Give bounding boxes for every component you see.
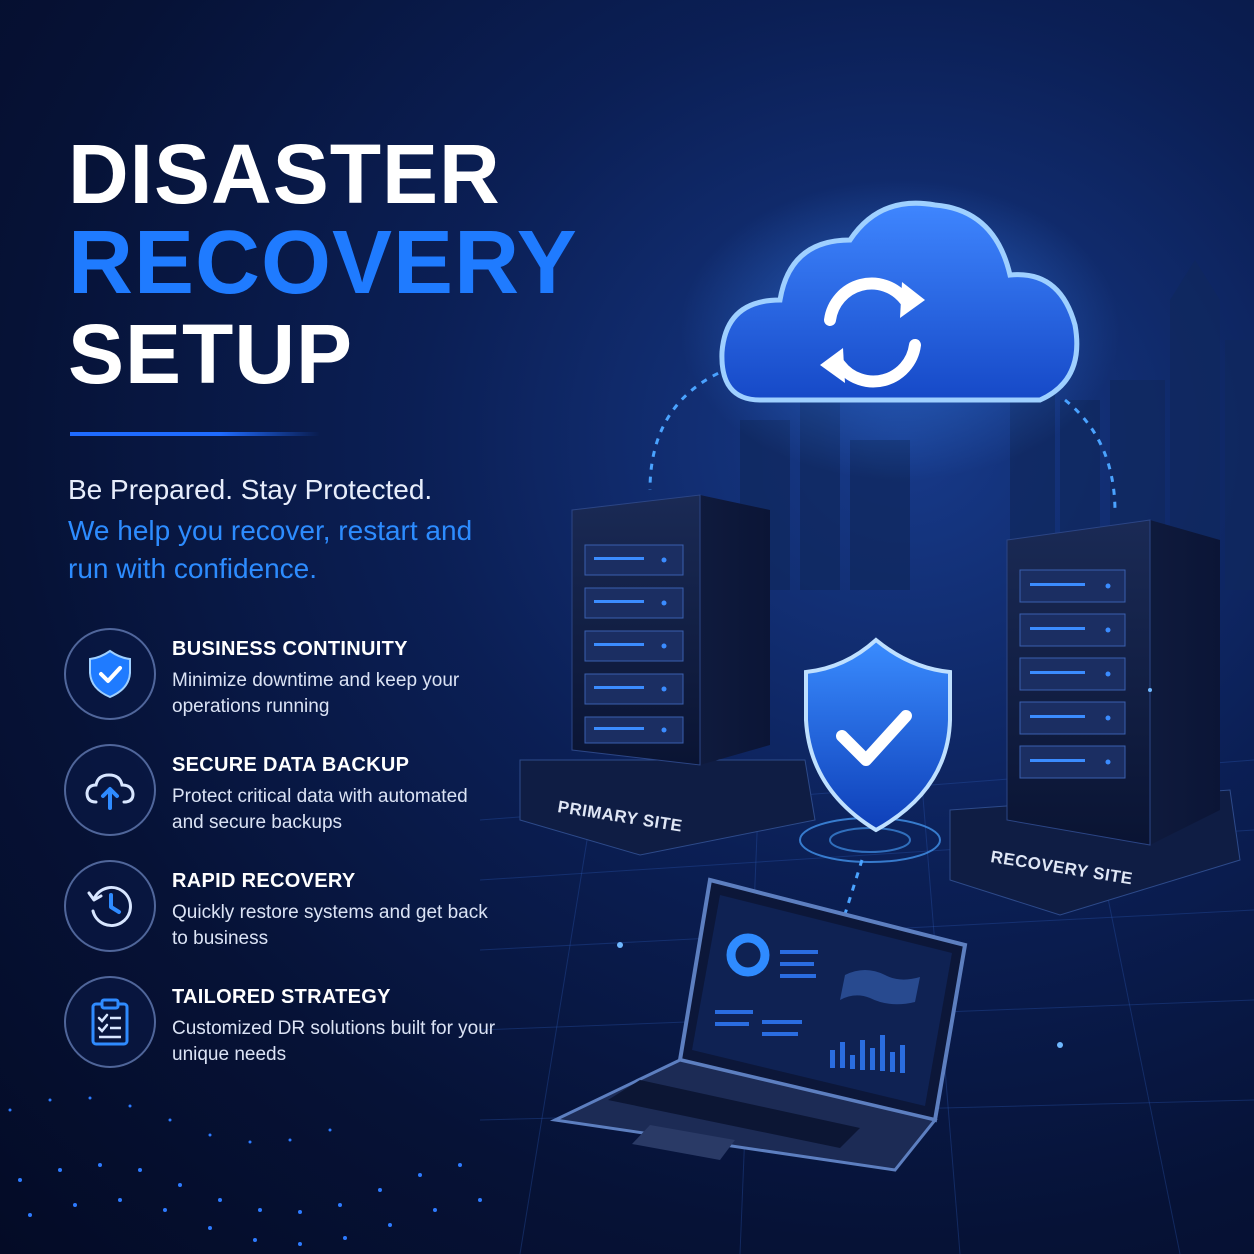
title-divider bbox=[70, 432, 320, 436]
shield-check-icon bbox=[64, 628, 156, 720]
feature-description: Customized DR solutions built for your u… bbox=[172, 1018, 496, 1065]
feature-description: Quickly restore systems and get back to … bbox=[172, 902, 488, 949]
recovery-server-rack: RECOVERY SITE bbox=[949, 519, 1241, 916]
feature-business-continuity: BUSINESS CONTINUITY Minimize downtime an… bbox=[64, 628, 504, 720]
feature-description: Protect critical data with automated and… bbox=[172, 786, 468, 833]
checkmark-icon bbox=[836, 710, 912, 766]
security-shield-graphic bbox=[799, 637, 952, 863]
clipboard-checklist-icon bbox=[64, 976, 156, 1068]
feature-secure-data-backup: SECURE DATA BACKUP Protect critical data… bbox=[64, 744, 504, 836]
sync-icon bbox=[824, 277, 921, 388]
cloud-sync-graphic bbox=[680, 180, 1120, 480]
feature-title: TAILORED STRATEGY bbox=[172, 986, 391, 1008]
tagline-secondary: We help you recover, restart and run wit… bbox=[68, 515, 473, 584]
primary-server-rack: PRIMARY SITE bbox=[519, 494, 816, 856]
feature-rapid-recovery: RAPID RECOVERY Quickly restore systems a… bbox=[64, 860, 504, 952]
feature-description: Minimize downtime and keep your operatio… bbox=[172, 670, 460, 717]
tagline-primary: Be Prepared. Stay Protected. bbox=[68, 474, 433, 505]
feature-tailored-strategy: TAILORED STRATEGY Customized DR solution… bbox=[64, 976, 504, 1068]
laptop-dashboard bbox=[549, 877, 968, 1172]
title-line-1: DISASTER bbox=[68, 127, 501, 221]
feature-title: SECURE DATA BACKUP bbox=[172, 754, 410, 776]
clock-restore-icon bbox=[64, 860, 156, 952]
title-line-2: RECOVERY bbox=[68, 213, 578, 313]
cloud-upload-icon bbox=[64, 744, 156, 836]
title-line-3: SETUP bbox=[68, 307, 354, 401]
feature-title: RAPID RECOVERY bbox=[172, 870, 356, 892]
feature-title: BUSINESS CONTINUITY bbox=[172, 638, 408, 660]
dotted-wave bbox=[8, 1096, 482, 1246]
